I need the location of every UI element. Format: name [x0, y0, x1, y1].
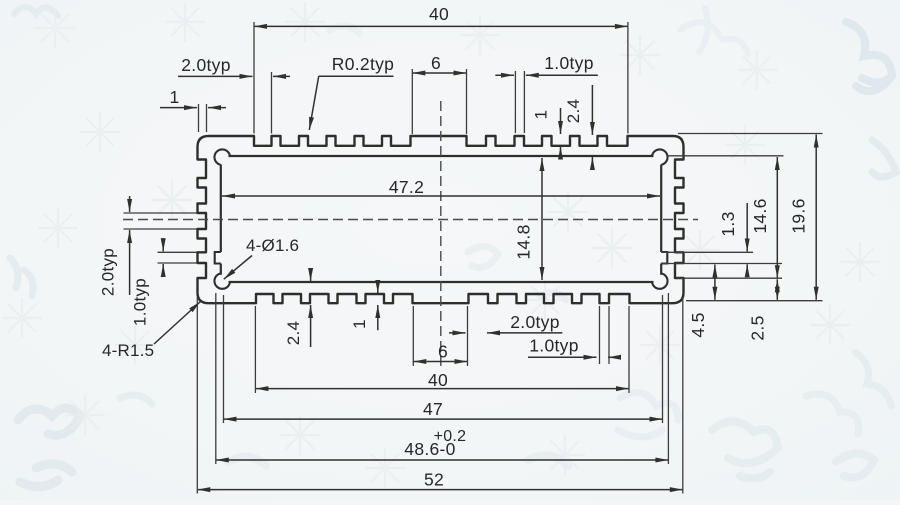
svg-text:2.0typ: 2.0typ [99, 248, 118, 296]
svg-text:+0.2: +0.2 [434, 428, 467, 445]
svg-text:1.0typ: 1.0typ [131, 278, 150, 326]
svg-text:14.8: 14.8 [514, 224, 534, 259]
svg-text:1.3: 1.3 [718, 211, 738, 236]
svg-text:2.4: 2.4 [284, 321, 303, 346]
svg-text:2.4: 2.4 [564, 99, 583, 124]
svg-text:4-Ø1.6: 4-Ø1.6 [246, 236, 299, 255]
svg-text:1.0typ: 1.0typ [529, 336, 578, 356]
svg-text:40: 40 [429, 4, 449, 24]
svg-text:14.6: 14.6 [750, 198, 770, 233]
svg-text:2.0typ: 2.0typ [181, 55, 230, 75]
svg-text:52: 52 [424, 470, 444, 490]
svg-text:1: 1 [350, 319, 369, 329]
svg-text:R0.2typ: R0.2typ [332, 54, 394, 74]
svg-text:4-R1.5: 4-R1.5 [102, 341, 154, 360]
svg-text:2.0typ: 2.0typ [510, 312, 559, 332]
svg-text:6: 6 [431, 53, 441, 73]
svg-text:6: 6 [438, 342, 448, 362]
svg-text:47.2: 47.2 [389, 177, 424, 197]
svg-text:47: 47 [423, 399, 443, 419]
svg-text:19.6: 19.6 [789, 198, 809, 233]
svg-text:4.5: 4.5 [688, 312, 708, 337]
svg-text:48.6-0: 48.6-0 [404, 439, 455, 459]
svg-text:1.0typ: 1.0typ [544, 53, 593, 73]
svg-text:1: 1 [169, 87, 179, 107]
svg-text:1: 1 [532, 110, 551, 120]
svg-text:40: 40 [428, 370, 448, 390]
svg-text:2.5: 2.5 [748, 315, 768, 340]
